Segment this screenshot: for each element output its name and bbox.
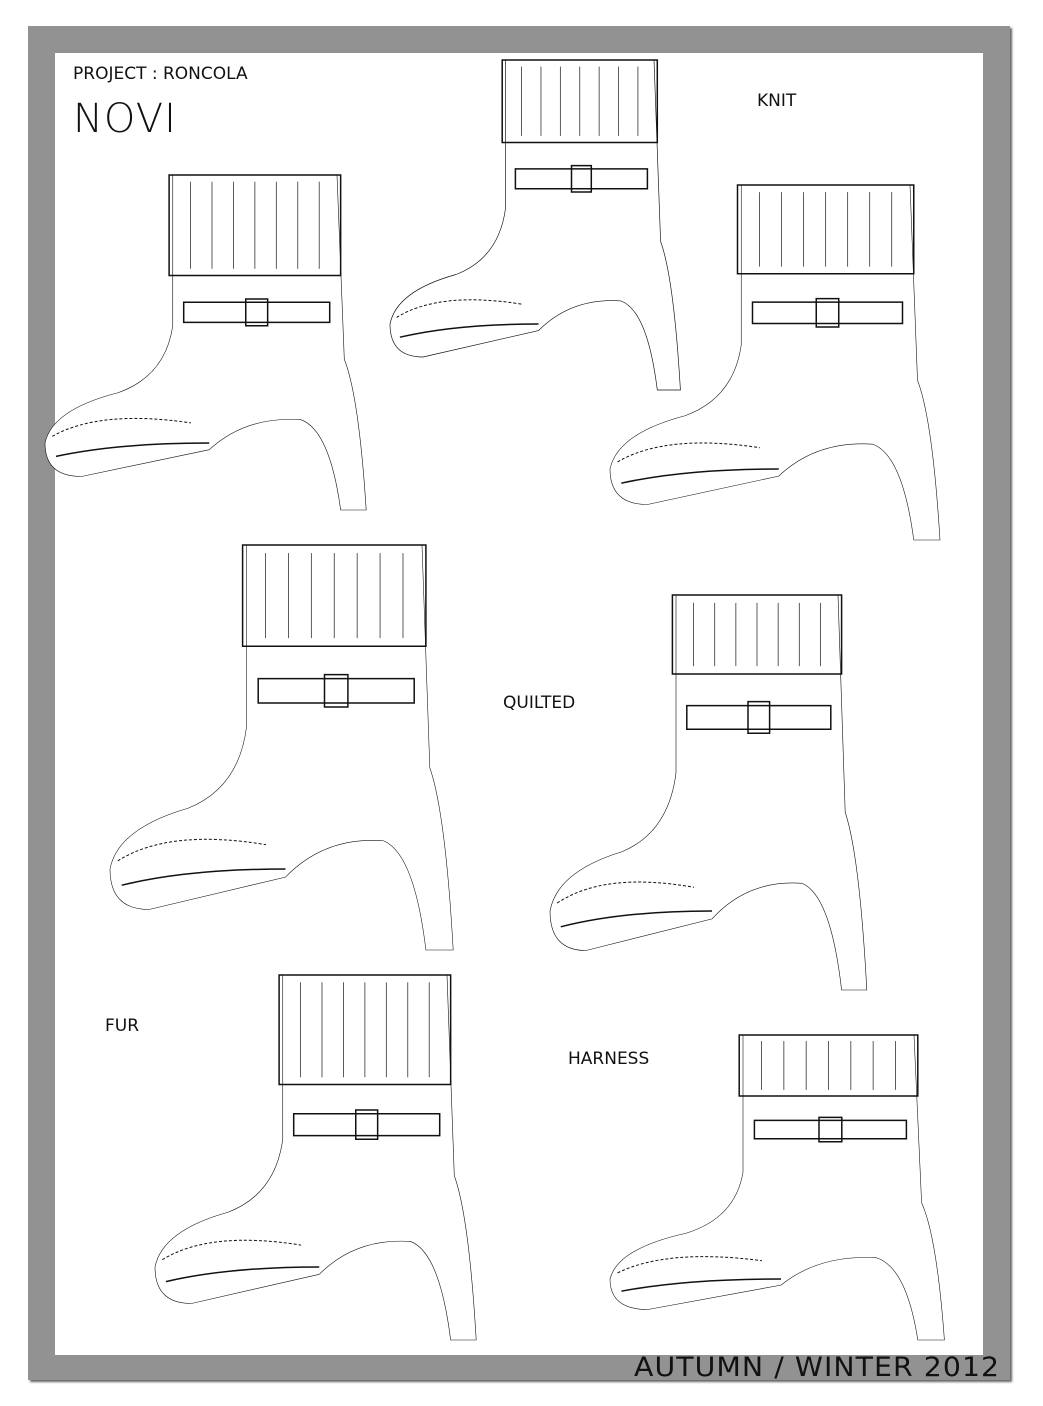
knit-zip-boot-sketch — [610, 185, 940, 540]
quilted-buckle-boot-sketch — [550, 595, 867, 990]
fur-collar-buckle-boot-sketch — [110, 545, 453, 950]
collection-title: NOVI — [73, 96, 177, 142]
project-title: PROJECT : RONCOLA — [73, 64, 248, 84]
harness-boot-sketch — [610, 1035, 944, 1340]
knit-collar-boot-sketch — [390, 60, 680, 390]
label-harness: HARNESS — [568, 1049, 650, 1069]
fur-strap-boot-sketch — [155, 975, 476, 1340]
label-quilted: QUILTED — [503, 693, 576, 713]
lace-up-boot-sketch — [45, 175, 366, 510]
label-knit: KNIT — [757, 91, 797, 111]
season-footer: AUTUMN / WINTER 2012 — [634, 1352, 1001, 1383]
label-fur: FUR — [105, 1016, 140, 1036]
